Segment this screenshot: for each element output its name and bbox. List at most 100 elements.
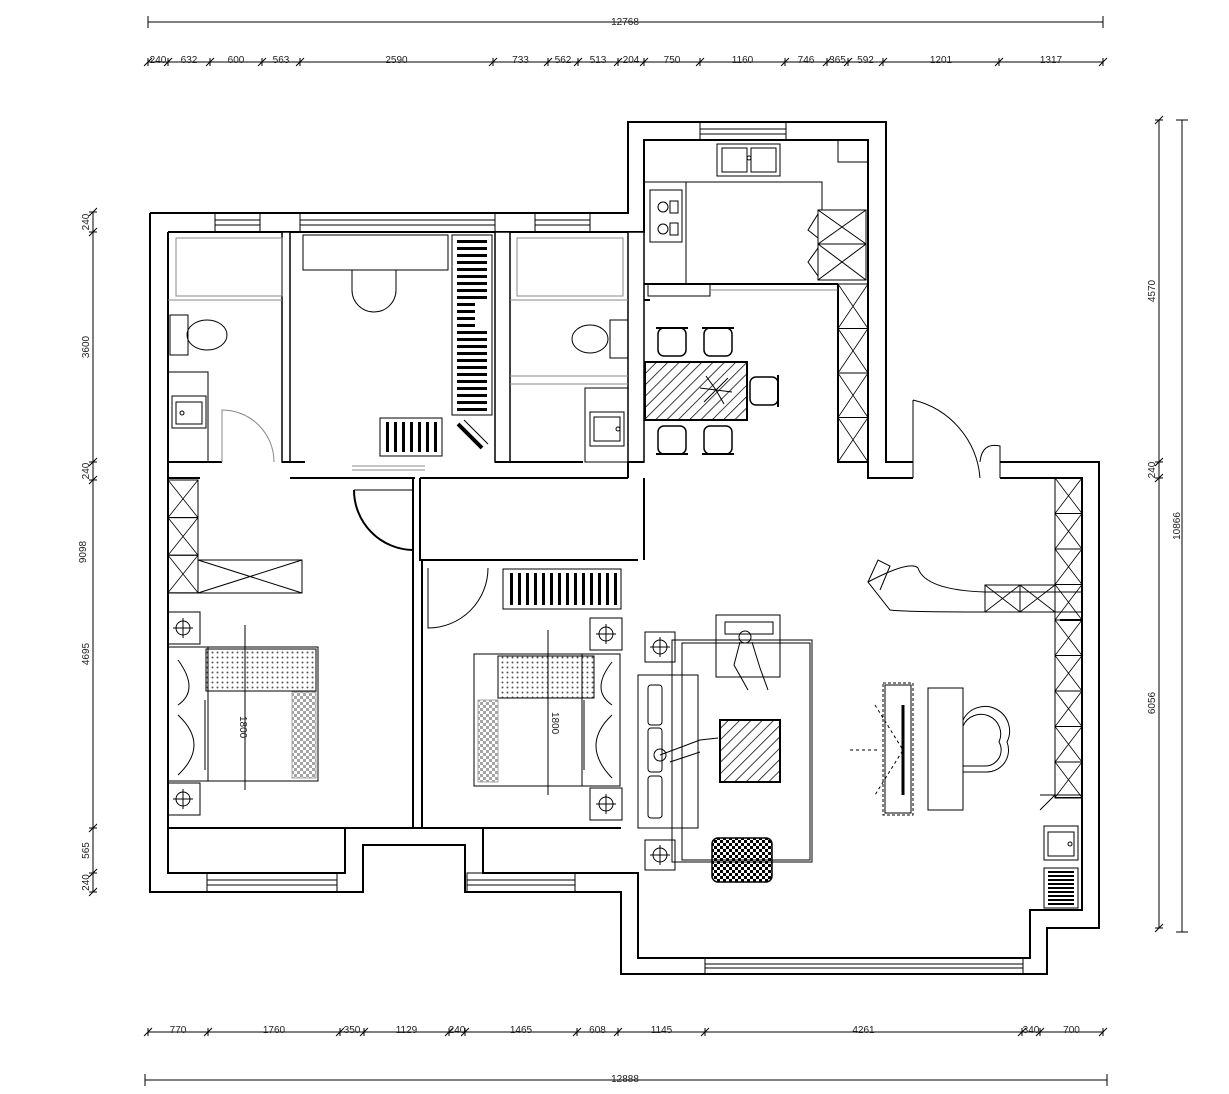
dimension-bottom-segments: 770 1760 350 1129 240 1465 608 1145 4261 340 700 (143, 1025, 1108, 1037)
nightstand-lamp-icon (589, 617, 623, 651)
dim-top-label: 632 (181, 55, 198, 66)
kitchen (643, 139, 869, 297)
closet-rod (456, 419, 489, 450)
plant-icon (699, 375, 733, 405)
exterior-walls (149, 121, 1100, 975)
dim-top-total-label: 12768 (611, 17, 639, 28)
dining-chair (702, 327, 734, 357)
bathroom-left (167, 237, 283, 463)
double-bed: 1800 (167, 625, 319, 790)
dim-bottom-total-label: 12888 (611, 1074, 639, 1085)
dim-top-label: 563 (273, 55, 290, 66)
armchair (715, 614, 781, 691)
sofa-set (637, 614, 813, 883)
dim-top-label: 746 (798, 55, 815, 66)
dining-chair (656, 327, 688, 357)
storage-cabinet (984, 477, 1083, 799)
dim-left-label: 4695 (81, 642, 92, 665)
sink-icon (171, 395, 207, 429)
dim-right-label: 240 (1147, 461, 1158, 478)
entry-door-swing (912, 399, 981, 479)
bed-size-label: 1800 (549, 712, 560, 735)
sofa (637, 674, 699, 829)
dining-chair (656, 425, 688, 455)
person-figure-icon (653, 737, 719, 763)
dim-bottom-label: 700 (1063, 1025, 1080, 1036)
dining-chairs (656, 327, 779, 455)
toilet-icon (169, 314, 228, 356)
bed-size-label: 1800 (237, 716, 248, 739)
coffee-table (719, 719, 781, 783)
dim-top-label: 562 (555, 55, 572, 66)
dim-left-label: 3600 (81, 335, 92, 358)
bathroom-right (516, 237, 629, 463)
dim-bottom-label: 340 (1023, 1025, 1040, 1036)
dim-bottom-label: 1465 (510, 1025, 533, 1036)
door-swing (427, 567, 489, 629)
door-swing (353, 489, 414, 551)
nightstand-lamp-icon (167, 782, 201, 816)
dimension-left: 9098 240 3600 240 4695 565 240 (78, 207, 98, 897)
toilet-icon (571, 319, 629, 359)
vanity-chair-icon (351, 270, 397, 313)
dim-bottom-label: 1760 (263, 1025, 286, 1036)
dim-bottom-label: 608 (589, 1025, 606, 1036)
radiator (502, 568, 622, 610)
dim-top-label: 513 (590, 55, 607, 66)
closet-room (302, 234, 493, 471)
dim-bottom-label: 240 (449, 1025, 466, 1036)
interior-walls (168, 231, 1082, 829)
bedroom-left: 1800 (167, 479, 414, 816)
dimension-top-total: 12768 (147, 16, 1104, 28)
dim-top-label: 592 (857, 55, 874, 66)
sink-icon (589, 411, 625, 447)
dim-top-label: 600 (228, 55, 245, 66)
washing-machine-icon (1043, 867, 1079, 909)
dim-bottom-label: 4261 (852, 1025, 875, 1036)
dim-top-label: 2590 (385, 55, 408, 66)
curved-partition (867, 559, 1083, 613)
dim-top-label: 204 (623, 55, 640, 66)
wardrobe (167, 479, 303, 594)
refrigerator-icon (807, 209, 867, 281)
bedroom-right: 1800 (427, 567, 623, 821)
hanging-rack (451, 234, 493, 416)
dim-right-label: 4570 (1147, 279, 1158, 302)
dining-chair (702, 425, 734, 455)
double-bed: 1800 (473, 630, 621, 795)
dim-left-label: 565 (81, 842, 92, 859)
desk-and-chair (927, 687, 1011, 811)
dim-right-total-label: 10866 (1172, 512, 1183, 540)
side-table-lamp-icon (644, 839, 676, 871)
dim-left-label: 240 (81, 213, 92, 230)
dim-bottom-label: 350 (344, 1025, 361, 1036)
sink-icon (1043, 825, 1079, 861)
side-table-lamp-icon (644, 631, 676, 663)
windows (206, 121, 1024, 975)
dim-left-label: 240 (81, 462, 92, 479)
dim-top-label: 240 (150, 55, 167, 66)
dimension-right: 10866 4570 240 6056 (1147, 115, 1188, 933)
door-swing (221, 409, 275, 463)
dim-bottom-label: 1129 (396, 1025, 418, 1036)
tv-console (850, 682, 914, 816)
double-sink-icon (716, 143, 781, 177)
dim-right-label: 6056 (1147, 691, 1158, 714)
dim-bottom-label: 1145 (651, 1025, 673, 1036)
dining-table (644, 361, 748, 421)
dining-area (644, 327, 779, 455)
storage-cabinet (837, 283, 869, 463)
dim-bottom-label: 770 (170, 1025, 187, 1036)
dim-top-label: 1317 (1040, 55, 1063, 66)
dimension-bottom-total: 12888 (144, 1074, 1108, 1086)
living-room (637, 399, 1083, 909)
dining-chair (749, 375, 779, 407)
dim-top-label: 1201 (930, 55, 953, 66)
stove-icon (649, 189, 683, 243)
dim-left-total-label: 9098 (78, 540, 89, 563)
dim-top-label: 1160 (732, 55, 754, 66)
ottoman (711, 837, 773, 883)
dim-left-label: 240 (81, 874, 92, 891)
